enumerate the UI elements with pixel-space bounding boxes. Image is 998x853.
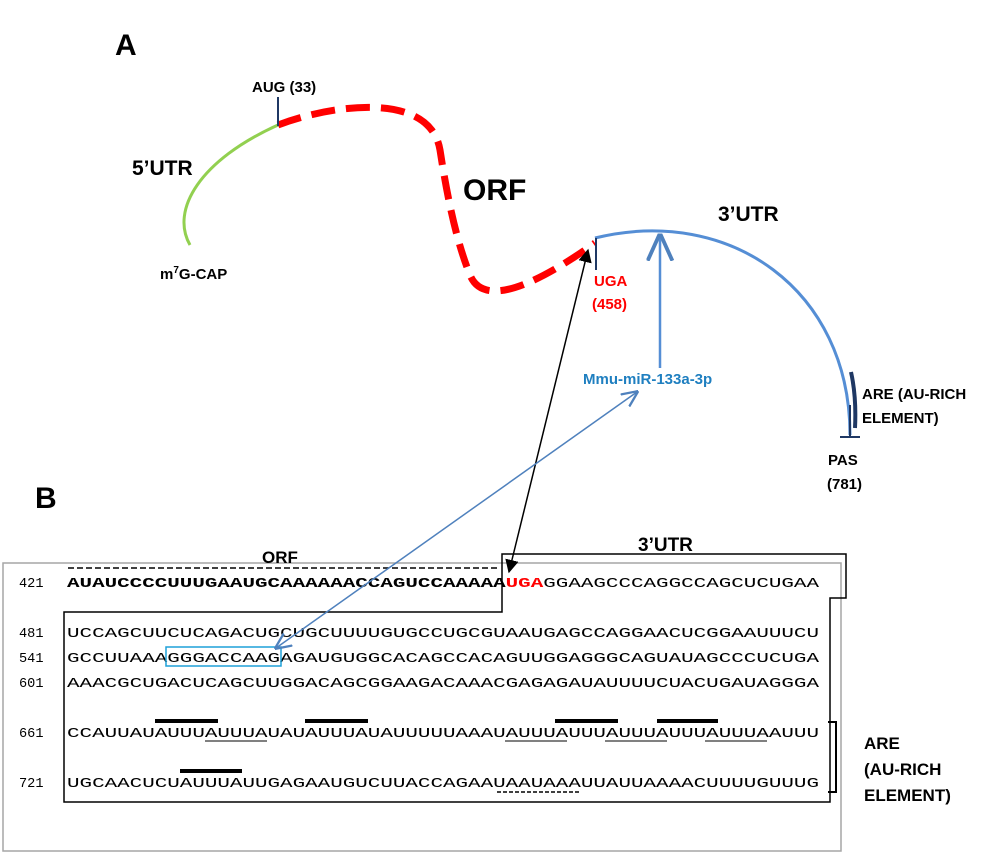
utr5-segment [182,123,279,246]
pas-position: (781) [827,476,862,493]
are-bracket-a [849,371,858,429]
are-bracket-b [828,721,837,793]
pas-label: PAS [828,452,858,469]
utr3-segment [594,229,852,436]
row-number: 601 [19,677,43,692]
uga-label: UGA [594,273,628,290]
uga-correspondence-arrow [505,248,592,574]
sequence-row-601: AAACGCUGACUCAGCUUGGACAGCGGAAGACAAACGAGAG… [67,677,820,692]
panel-a-label: A [115,29,137,62]
orf-label-b: ORF [262,548,298,567]
mirna-label: Mmu-miR-133a-3p [583,371,712,388]
row-number: 481 [19,627,43,642]
mirna-site-correspondence-arrow [276,392,637,648]
sequence-row-481: UCCAGCUUCUCAGACUGCUGCUUUUGUGCCUGCGUAAUGA… [67,627,819,642]
row-number: 721 [19,777,43,792]
are-label-b-line1: ARE [864,734,900,753]
are-label-a-line2: ELEMENT) [862,410,939,427]
uga-position: (458) [592,296,627,313]
sequence-row-661: CCAUUAUAUUUAUUUAUAUAUUUAUAUUUUUAAAUAUUUA… [67,727,819,742]
utr5-label: 5’UTR [132,157,193,180]
row-number: 421 [19,577,43,592]
are-label-b-line2: (AU-RICH [864,760,941,779]
sequence-frame [2,562,842,852]
panel-b-label: B [35,482,57,515]
mirna-seed-site-box [165,646,282,667]
utr3-label-b: 3’UTR [638,535,693,556]
orf-segment [276,103,598,295]
aug-label: AUG (33) [252,79,316,96]
are-label-b-line3: ELEMENT) [864,786,951,805]
are-label-a-line1: ARE (AU-RICH [862,386,966,403]
cap-label: m7G-CAP [160,265,227,283]
sequence-row-541: GCCUUAAAGGGACCAAGAGAUGUGGCACAGCCACAGUUGG… [67,652,820,667]
sequence-row-721: UGCAACUCUAUUUAUUGAGAAUGUCUUACCAGAAUAAUAA… [67,777,819,792]
row-number: 661 [19,727,43,742]
orf-label: ORF [463,174,526,207]
utr3-label: 3’UTR [718,203,779,226]
row-number: 541 [19,652,43,667]
